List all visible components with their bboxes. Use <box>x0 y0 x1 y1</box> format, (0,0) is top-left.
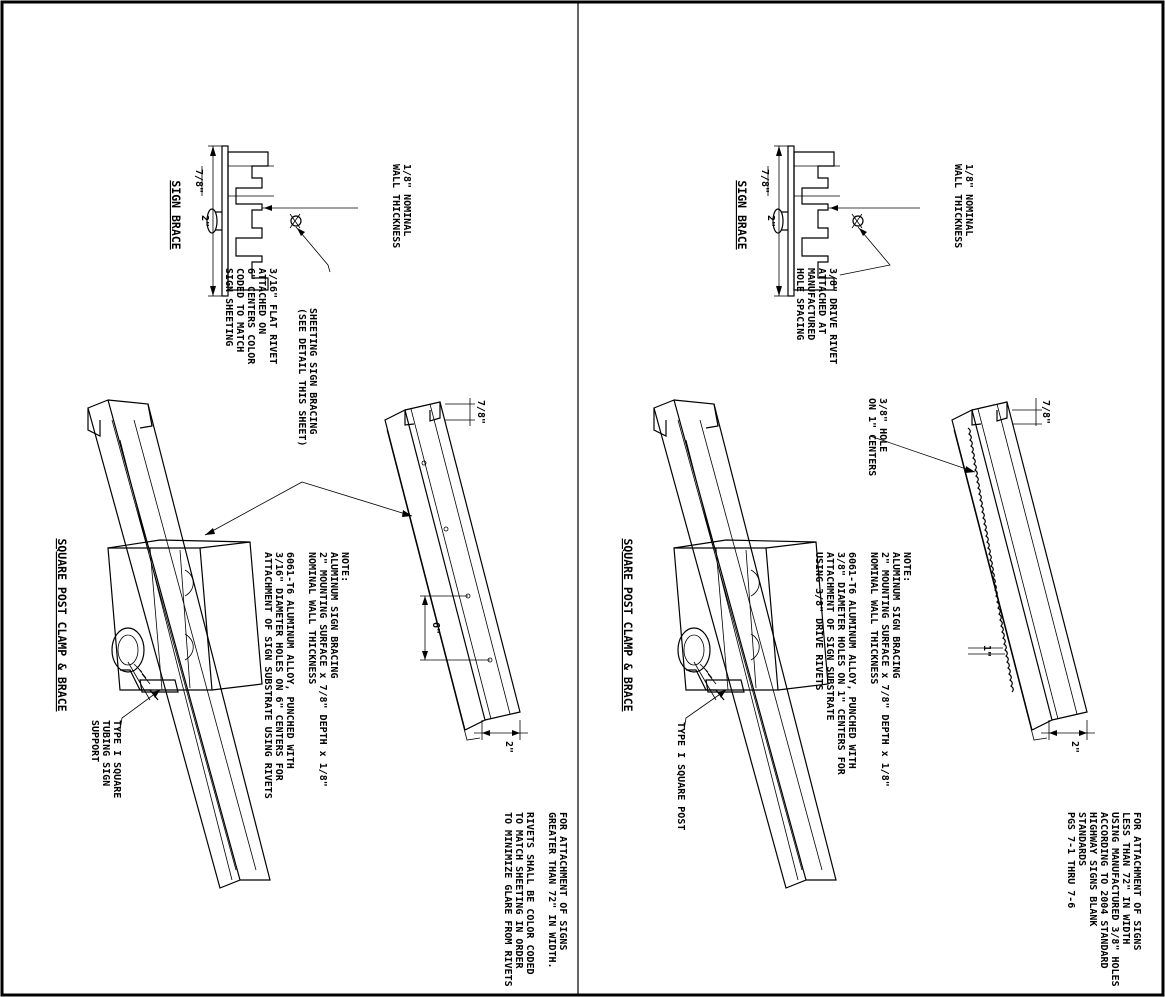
post-callout-line: SUPPORT <box>89 720 100 762</box>
right-wall-callout: 1/8" NOMINAL WALL THICKNESS <box>952 164 974 248</box>
left-attachment-note: FOR ATTACHMENT OF SIGNS GREATER THAN 72"… <box>502 812 568 987</box>
rivet-callout-line: MANUFACTURED <box>805 268 816 340</box>
left-brace-depth-dim: 7/8" <box>193 169 204 193</box>
post-callout-line: TYPE I SQUARE <box>111 720 122 798</box>
attachment-note-line: PGS 7-1 THRU 7-6 <box>1065 812 1076 908</box>
right-post-callout: TYPE I SQUARE POST <box>675 722 686 830</box>
right-bracing-channel <box>951 398 1095 741</box>
wall-callout-line: WALL THICKNESS <box>952 164 963 248</box>
note-line: 6061-T6 ALUMINUM ALLOY, PUNCHED WITH <box>284 552 295 769</box>
attachment-note-line: LESS THAN 72" IN WIDTH <box>1120 812 1131 944</box>
rivet-callout-line: 3/8" DRIVE RIVET <box>827 268 838 364</box>
rivet-callout-line: 6" CENTERS COLOR <box>245 268 256 365</box>
left-channel-width-dim: 2" <box>503 741 514 753</box>
note-line: 6061-T6 ALUMINUM ALLOY, PUNCHED WITH <box>846 552 857 769</box>
right-sign-brace-section <box>767 145 920 297</box>
attachment-note-line: TO MINIMIZE GLARE FROM RIVETS <box>502 812 513 987</box>
wall-callout-line: 1/8" NOMINAL <box>401 164 412 236</box>
left-clamp-title: SQUARE POST CLAMP & BRACE <box>55 538 69 711</box>
left-wall-callout: 1/8" NOMINAL WALL THICKNESS <box>390 164 412 248</box>
attachment-note-line: STANDARDS <box>1076 812 1087 866</box>
attachment-note-line: RIVETS SHALL BE COLOR CODED <box>524 812 535 975</box>
note-line: 2" MOUNTING SURFACE x 7/8" DEPTH x 1/8" <box>317 552 328 787</box>
bracing-callout-line: (SEE DETAIL THIS SHEET) <box>296 308 307 446</box>
hole-callout-line: 3/8" HOLE <box>877 398 888 452</box>
rivet-callout-line: SIGN SHEETING <box>223 268 234 346</box>
note-line: ATTACHMENT OF SIGN SUBSTRATE <box>824 552 835 721</box>
right-channel-width-dim: 2" <box>1069 741 1080 753</box>
attachment-note-line: GREATER THAN 72" IN WIDTH. <box>546 812 557 969</box>
note-line: NOMINAL WALL THICKNESS <box>306 552 317 684</box>
note-line: USING 3/8" DRIVE RIVETS <box>813 552 824 690</box>
left-panel: 2" 7/8" SIGN BRACE 1/8" NOMINAL WALL THI… <box>55 145 568 987</box>
attachment-note-line: FOR ATTACHMENT OF SIGNS <box>1131 812 1142 950</box>
note-line: 3/8" DIAMETER HOLES ON 1" CENTERS FOR <box>835 552 846 776</box>
left-sign-brace-section <box>201 145 358 297</box>
post-callout-line: TYPE I SQUARE POST <box>675 722 686 830</box>
left-bracing-channel <box>384 398 528 741</box>
left-brace-width-dim: 2" <box>199 215 210 227</box>
right-attachment-note: FOR ATTACHMENT OF SIGNS LESS THAN 72" IN… <box>1065 812 1142 987</box>
rivet-callout-line: ATTACHED ON <box>256 268 267 334</box>
wall-callout-line: 1/8" NOMINAL <box>963 164 974 236</box>
right-channel-depth-dim: 7/8" <box>1040 400 1051 424</box>
left-bracing-callout: SHEETING SIGN BRACING (SEE DETAIL THIS S… <box>296 308 318 446</box>
right-hole-spacing-dim: 1" <box>981 645 992 657</box>
rivet-callout-line: 3/16" FLAT RIVET <box>267 268 278 364</box>
note-line: 3/16" DIAMETER HOLES ON 6" CENTERS FOR <box>273 552 284 782</box>
note-line: 2" MOUNTING SURFACE x 7/8" DEPTH x 1/8" <box>879 552 890 787</box>
left-post-clamp-drawing <box>87 399 271 889</box>
rivet-callout-line: ATTACHED AT <box>816 268 827 334</box>
right-brace-depth-dim: 7/8" <box>759 169 770 193</box>
right-clamp-title: SQUARE POST CLAMP & BRACE <box>621 538 635 711</box>
rivet-callout-line: CODED TO MATCH <box>234 268 245 352</box>
note-line: NOTE: <box>901 552 912 582</box>
right-note: NOTE: ALUMINUM SIGN BRACING 2" MOUNTING … <box>813 552 912 787</box>
note-line: NOTE: <box>339 552 350 582</box>
left-channel-depth-dim: 7/8" <box>475 400 486 424</box>
left-post-callout: TYPE I SQUARE TUBING SIGN SUPPORT <box>89 720 122 798</box>
attachment-note-line: TO MATCH SHEETING IN ORDER <box>513 812 524 970</box>
attachment-note-line: USING MANUFACTURED 3/8" HOLES <box>1109 812 1120 987</box>
left-rivet-callout: 3/16" FLAT RIVET ATTACHED ON 6" CENTERS … <box>223 268 278 365</box>
note-line: ALUMINUM SIGN BRACING <box>890 552 901 678</box>
rivet-callout-line: HOLE SPACING <box>794 268 805 340</box>
right-panel: 2" 7/8" SIGN BRACE 1/8" NOMINAL WALL THI… <box>621 145 1142 987</box>
left-hole-spacing-dim: 6" <box>430 622 441 634</box>
left-note: NOTE: ALUMINUM SIGN BRACING 2" MOUNTING … <box>262 552 350 799</box>
note-line: ATTACHMENT OF SIGN SUBSTRATE USING RIVET… <box>262 552 273 799</box>
attachment-note-line: ACCORDING TO 2004 STANDARD <box>1098 812 1109 969</box>
post-callout-line: TUBING SIGN <box>100 720 111 786</box>
attachment-note-line: HIGHWAY SIGNS BLANK <box>1087 812 1098 926</box>
right-post-clamp-drawing <box>653 399 837 889</box>
hole-callout-line: ON 1" CENTERS <box>866 398 877 476</box>
right-brace-width-dim: 2" <box>765 215 776 227</box>
note-line: NOMINAL WALL THICKNESS <box>868 552 879 684</box>
right-sign-brace-title: SIGN BRACE <box>735 180 749 249</box>
bracing-callout-line: SHEETING SIGN BRACING <box>307 308 318 434</box>
left-sign-brace-title: SIGN BRACE <box>169 180 183 249</box>
right-rivet-callout: 3/8" DRIVE RIVET ATTACHED AT MANUFACTURE… <box>794 268 838 364</box>
attachment-note-line: FOR ATTACHMENT OF SIGNS <box>557 812 568 950</box>
note-line: ALUMINUM SIGN BRACING <box>328 552 339 678</box>
wall-callout-line: WALL THICKNESS <box>390 164 401 248</box>
right-hole-callout: 3/8" HOLE ON 1" CENTERS <box>866 398 888 476</box>
